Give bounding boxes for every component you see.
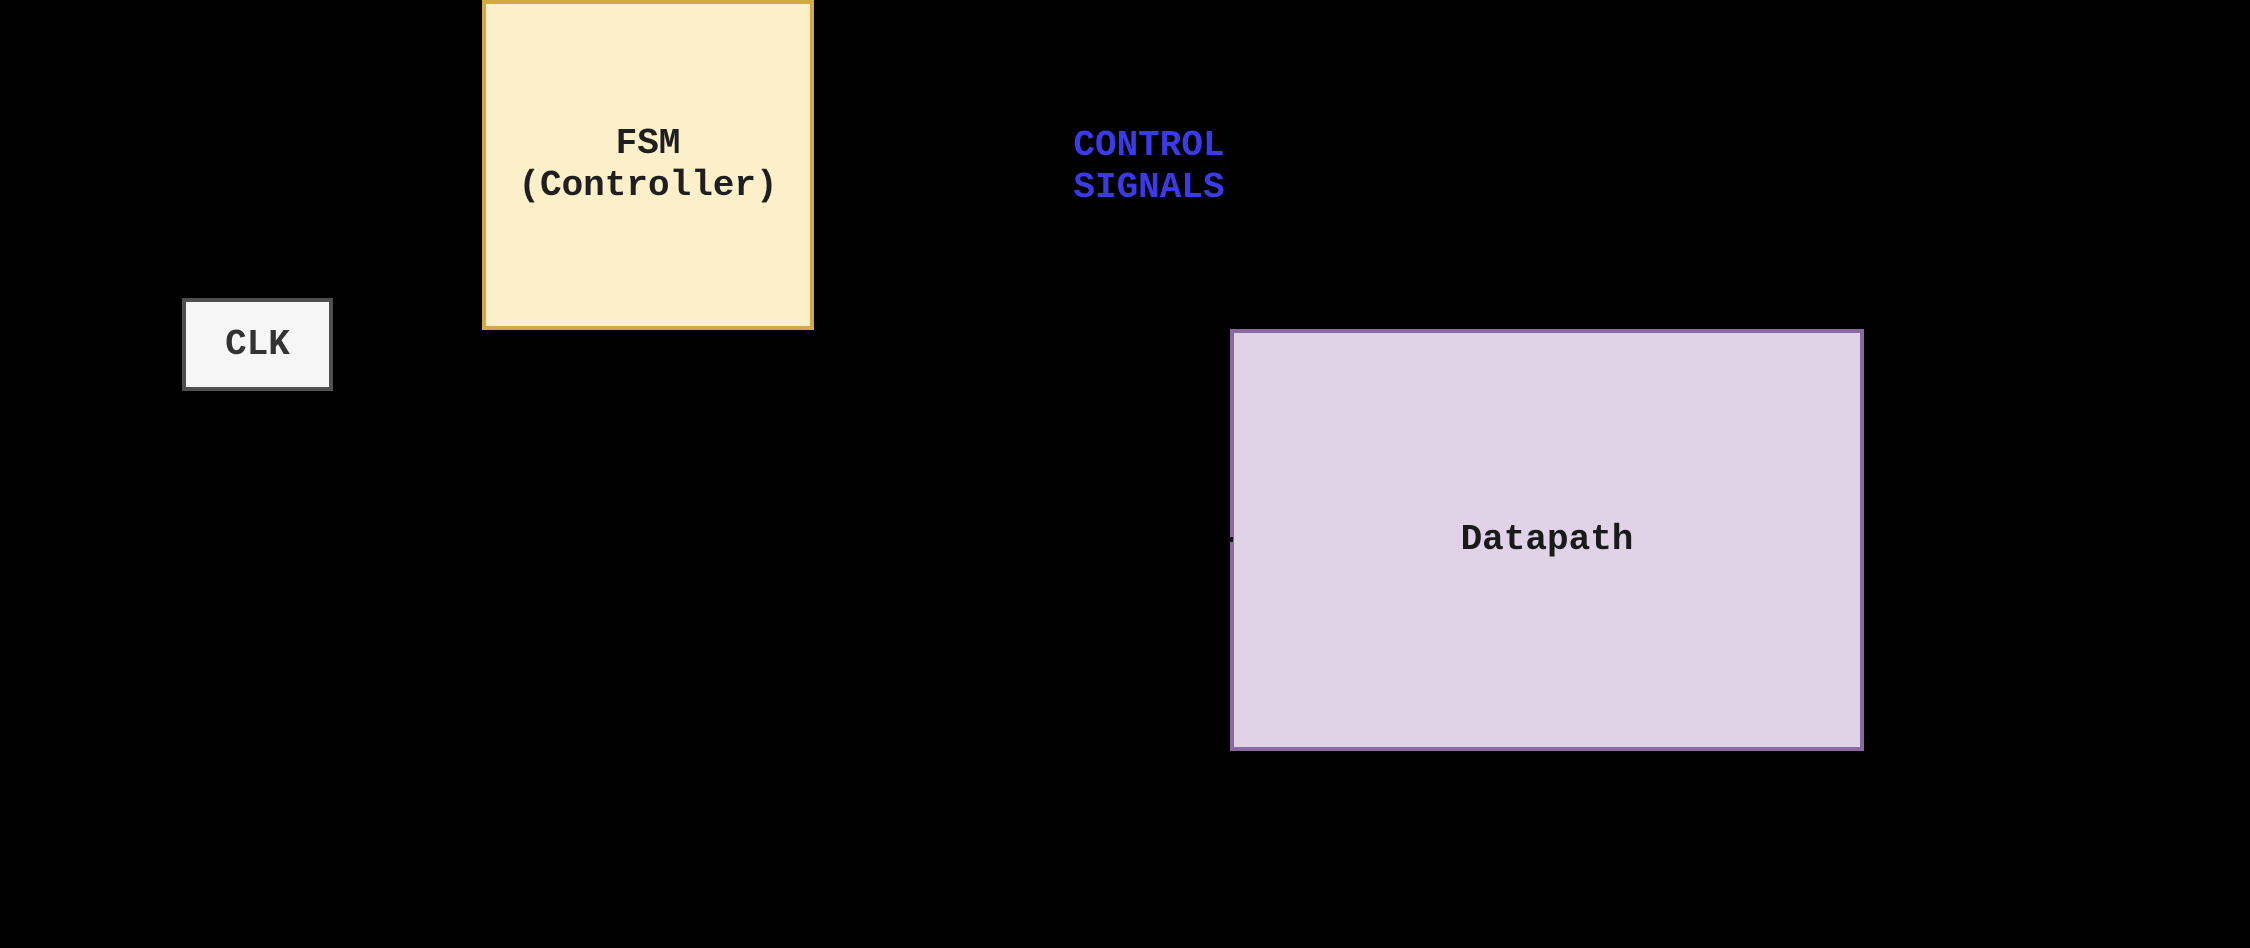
- datapath-node: Datapath: [1230, 329, 1864, 751]
- fsm-node-label-line2: (Controller): [518, 165, 778, 206]
- control-signals-label-line2: SIGNALS: [1073, 167, 1225, 208]
- clk-node: CLK: [182, 298, 333, 391]
- fsm-node-label-line1: FSM: [615, 123, 681, 164]
- control-signals-label-line1: CONTROL: [1073, 125, 1225, 166]
- datapath-node-label: Datapath: [1460, 519, 1634, 560]
- arrowhead-remnant: [1228, 537, 1233, 542]
- fsm-controller-node: FSM (Controller): [482, 0, 814, 330]
- clk-node-label: CLK: [225, 323, 290, 365]
- control-signals-label: CONTROL SIGNALS: [1019, 125, 1279, 209]
